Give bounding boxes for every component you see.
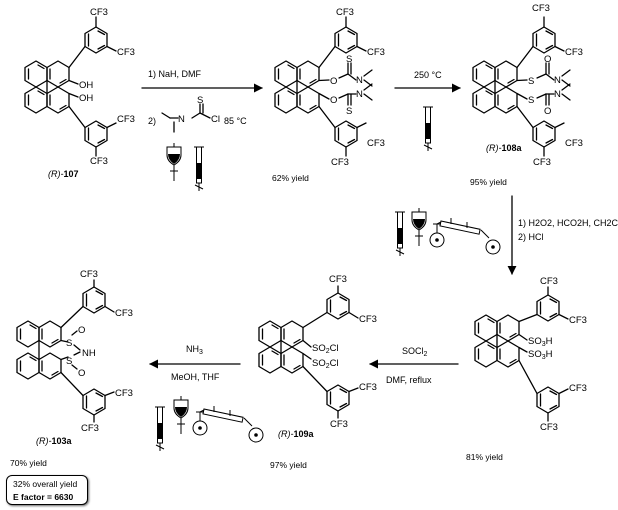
step3-condition-1: 1) H2O2, HCO2H, CH2Cl2 <box>518 218 618 228</box>
separatory-funnel-icon <box>173 395 189 435</box>
s-atom: S <box>528 95 534 106</box>
step4-conditions: DMF, reflux <box>386 375 432 385</box>
cf3-label: CF3 <box>115 308 133 319</box>
yield-108a: 95% yield <box>470 177 507 187</box>
overall-yield-box: 32% overall yield E factor = 6630 <box>6 475 88 505</box>
thiocarbamoyl-chloride-structure: N S Cl <box>161 95 220 133</box>
yield-disulfonic-acid: 81% yield <box>466 452 503 462</box>
s-atom: S <box>197 95 203 106</box>
compound-o-thiocarbamate: O O S S N N CF3 CF3 CF3 CF3 <box>274 7 385 168</box>
cf3-label: CF3 <box>540 422 558 433</box>
o-atom: O <box>544 54 551 65</box>
cf3-label: CF3 <box>532 3 550 14</box>
s-atom: S <box>346 106 352 117</box>
compound-label-108a: (R)-108a <box>486 143 523 153</box>
chromatography-column-icon <box>422 106 434 152</box>
o-atom: O <box>330 76 337 87</box>
step5-conditions: MeOH, THF <box>171 372 220 382</box>
cf3-label: CF3 <box>540 276 558 287</box>
step2-temperature: 250 °C <box>414 70 442 80</box>
so2cl-label: SO2Cl <box>312 358 339 370</box>
cf3-label: CF3 <box>81 423 99 434</box>
cf3-label: CF3 <box>117 114 135 125</box>
separatory-funnel-icon <box>411 207 427 247</box>
cf3-label: CF3 <box>90 156 108 167</box>
cf3-label: CF3 <box>565 138 583 149</box>
chromatography-column-icon <box>394 211 406 257</box>
compound-109a: SO2Cl SO2Cl CF3 CF3 CF3 CF3 (R)-109a <box>258 274 377 439</box>
nh-label: NH <box>82 348 96 359</box>
compound-label-107: (R)-107 <box>48 169 79 179</box>
separatory-funnel-icon <box>166 142 182 182</box>
compound-label-109a: (R)-109a <box>278 429 315 439</box>
e-factor-text: E factor = 6630 <box>13 492 74 502</box>
step5-reagent: NH3 <box>186 344 203 356</box>
cf3-label: CF3 <box>367 138 385 149</box>
so3h-label: SO3H <box>528 349 553 361</box>
s-atom: S <box>66 356 72 367</box>
cf3-label: CF3 <box>569 315 587 326</box>
overall-yield-text: 32% overall yield <box>13 479 78 489</box>
yield-109a: 97% yield <box>270 460 307 470</box>
o-atom: O <box>78 368 85 379</box>
chromatography-column-icon <box>193 146 205 192</box>
cf3-label: CF3 <box>330 419 348 430</box>
cf3-label: CF3 <box>367 47 385 58</box>
so2cl-label: SO2Cl <box>312 343 339 355</box>
so3h-label: SO3H <box>528 336 553 348</box>
n-atom: N <box>554 75 561 86</box>
step1-condition-1: 1) NaH, DMF <box>148 69 202 79</box>
distillation-apparatus-icon <box>192 405 264 443</box>
cf3-label: CF3 <box>533 157 551 168</box>
cf3-label: CF3 <box>80 269 98 280</box>
o-atom: O <box>78 325 85 336</box>
s-atom: S <box>66 338 72 349</box>
compound-108a: S S O O N N CF3 CF3 CF3 CF3 (R)-108a <box>472 3 583 168</box>
n-atom: N <box>356 75 363 86</box>
step3-condition-2: 2) HCl <box>518 232 544 242</box>
cf3-label: CF3 <box>565 47 583 58</box>
distillation-apparatus-icon <box>429 217 501 255</box>
compound-label-103a: (R)-103a <box>36 436 73 446</box>
yield-103a: 70% yield <box>10 458 47 468</box>
cl-atom: Cl <box>211 114 220 125</box>
step1-condition-2: 2) <box>148 116 156 126</box>
cf3-label: CF3 <box>359 382 377 393</box>
cf3-label: CF3 <box>359 314 377 325</box>
n-atom: N <box>356 89 363 100</box>
cf3-label: CF3 <box>115 388 133 399</box>
step1-temperature: 85 °C <box>224 116 247 126</box>
cf3-label: CF3 <box>569 383 587 394</box>
compound-disulfonic-acid: SO3H SO3H CF3 CF3 CF3 CF3 <box>474 276 587 433</box>
n-atom: N <box>178 114 185 125</box>
cf3-label: CF3 <box>329 274 347 285</box>
chromatography-column-icon <box>154 406 166 452</box>
compound-103a: S S O O NH CF3 CF3 CF3 CF3 (R)-103a <box>16 269 133 446</box>
cf3-label: CF3 <box>90 7 108 18</box>
cf3-label: CF3 <box>117 47 135 58</box>
cf3-label: CF3 <box>331 157 349 168</box>
step4-reagent: SOCl2 <box>402 346 428 358</box>
oh-label-top: OH <box>79 80 93 91</box>
compound-107: OH OH CF3 CF3 CF3 CF3 (R)-107 <box>24 7 135 179</box>
oh-label-bottom: OH <box>79 93 93 104</box>
o-atom: O <box>330 95 337 106</box>
yield-o-thiocarbamate: 62% yield <box>272 173 309 183</box>
o-atom: O <box>544 106 551 117</box>
s-atom: S <box>528 76 534 87</box>
n-atom: N <box>554 89 561 100</box>
s-atom: S <box>346 54 352 65</box>
cf3-label: CF3 <box>336 7 354 18</box>
